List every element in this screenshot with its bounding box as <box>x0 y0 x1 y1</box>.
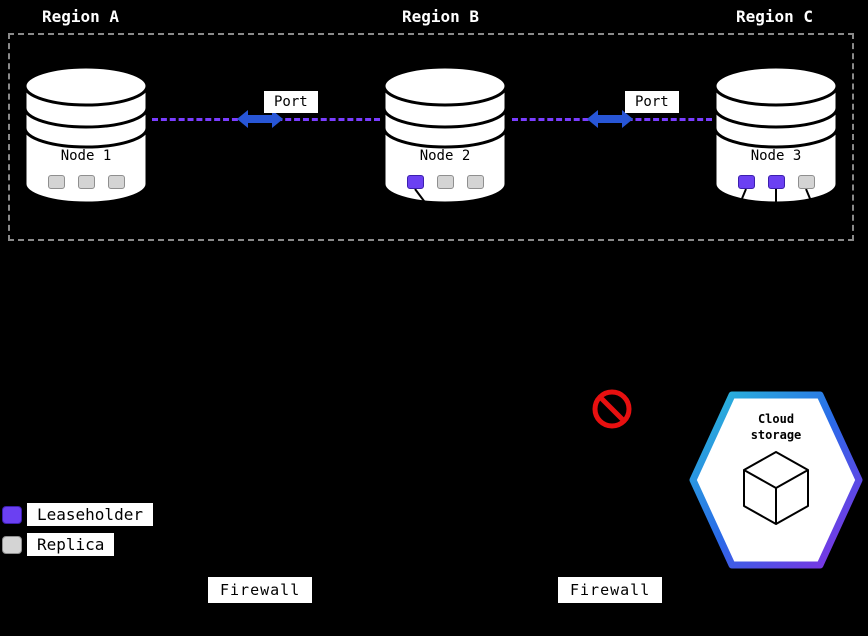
replica-squares <box>712 175 840 189</box>
replica-square <box>77 175 95 189</box>
replica-square <box>436 175 454 189</box>
leaseholder-square <box>737 175 755 189</box>
node-label: Node 3 <box>750 148 802 164</box>
cloud-storage: Cloud storage <box>688 390 864 570</box>
legend-label: Leaseholder <box>27 503 153 526</box>
region-a-label: Region A <box>28 3 134 30</box>
database-cylinder-icon <box>382 65 508 214</box>
leaseholder-square <box>406 175 424 189</box>
node-label: Node 1 <box>60 148 112 164</box>
legend-label: Replica <box>27 533 115 556</box>
database-node-2: Node 2 <box>381 62 509 214</box>
prohibited-icon <box>592 389 632 429</box>
replica-square <box>107 175 125 189</box>
cluster-boundary <box>8 33 854 241</box>
replica-squares <box>22 175 150 189</box>
replica-square <box>47 175 65 189</box>
database-node-3: Node 3 <box>712 62 840 214</box>
port-label: Port <box>625 91 679 113</box>
legend-item-leaseholder: Leaseholder <box>2 503 153 526</box>
region-b-label: Region B <box>388 3 494 30</box>
double-arrow-icon <box>237 110 283 128</box>
database-node-1: Node 1 <box>22 62 150 214</box>
replica-swatch-icon <box>2 535 22 554</box>
firewall-label-1: Firewall <box>208 577 313 603</box>
leaseholder-connector-line <box>414 188 434 214</box>
replica-square <box>466 175 484 189</box>
port-label: Port <box>264 91 318 113</box>
database-cylinder-icon <box>713 65 839 214</box>
cube-icon <box>743 451 809 525</box>
legend-item-replica: Replica <box>2 533 115 556</box>
replica-square <box>797 175 815 189</box>
firewall-label-2: Firewall <box>558 577 663 603</box>
database-cylinder-icon <box>23 65 149 205</box>
hexagon-icon <box>689 391 863 569</box>
replica-squares <box>381 175 509 189</box>
double-arrow-icon <box>587 110 633 128</box>
leaseholder-connector-lines <box>735 188 817 214</box>
region-c-label: Region C <box>722 3 828 30</box>
leaseholder-square <box>767 175 785 189</box>
cloud-storage-label: Cloud storage <box>750 412 802 442</box>
node-label: Node 2 <box>419 148 471 164</box>
leaseholder-swatch-icon <box>2 505 22 524</box>
